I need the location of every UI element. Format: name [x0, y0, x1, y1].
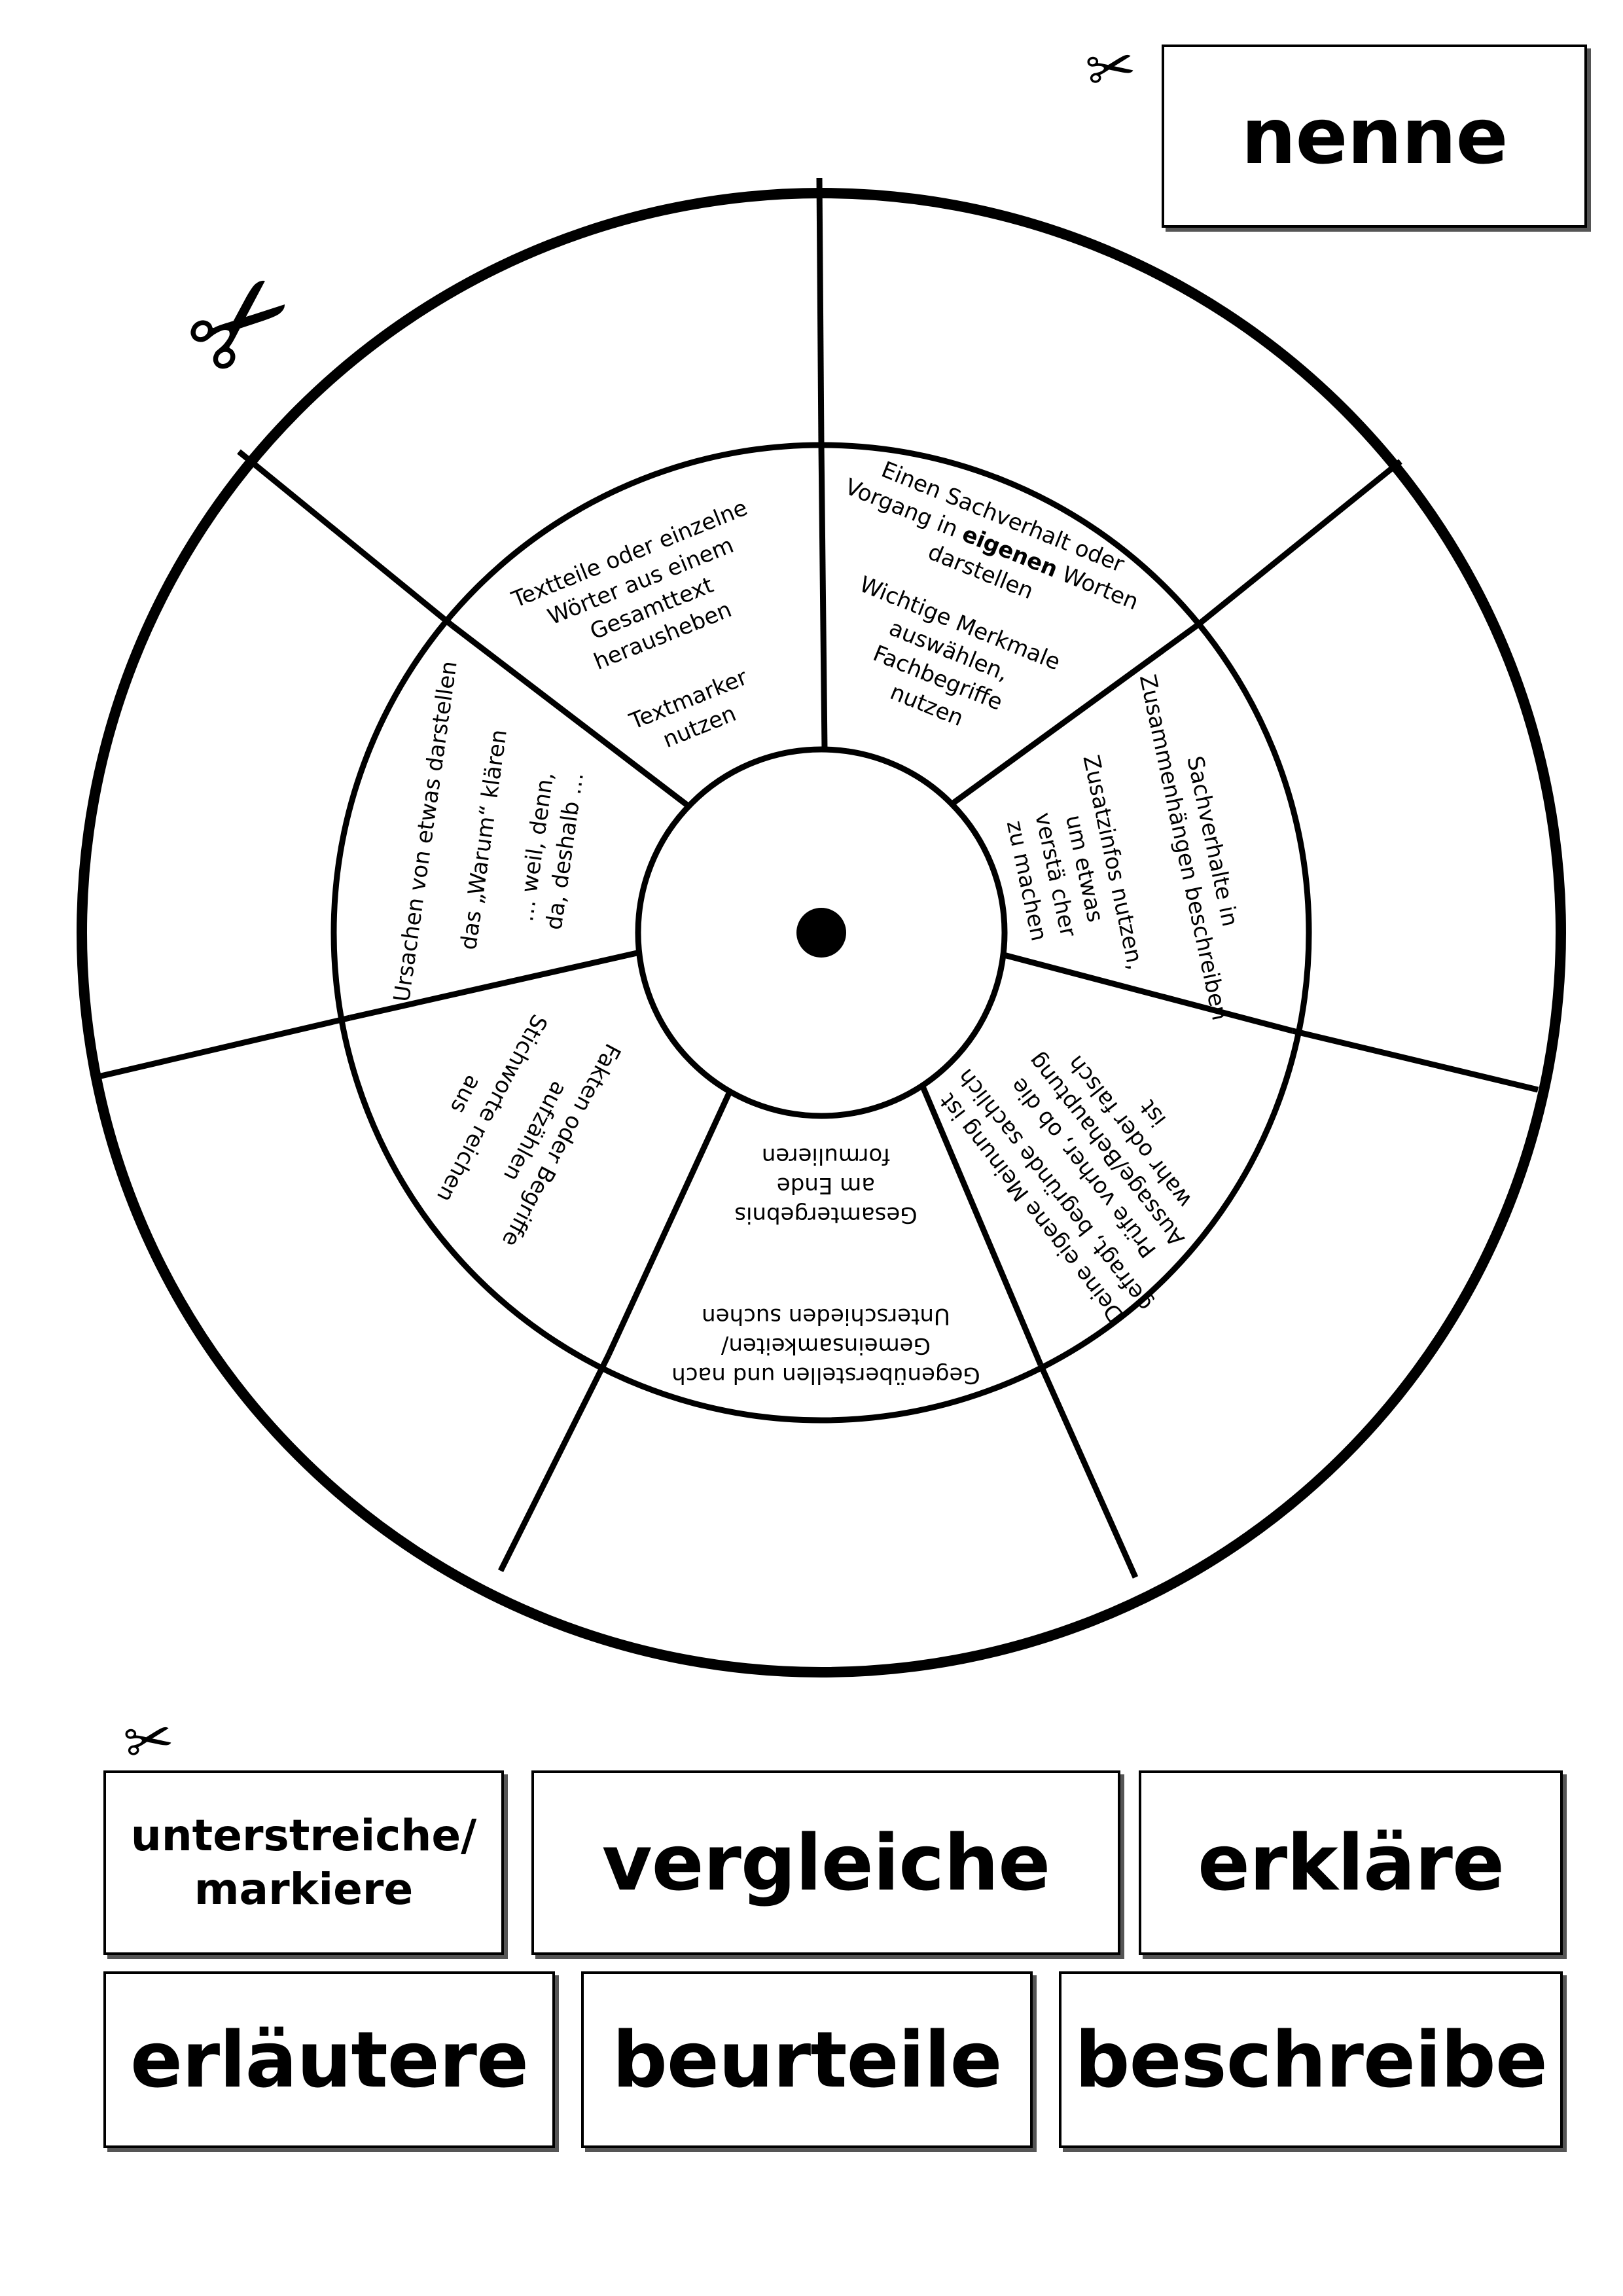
- segment-vergleichen-line: Gemeinsamkeiten/: [721, 1333, 931, 1359]
- card-nenne: nenne: [1162, 45, 1587, 228]
- scissors-icon: ✂: [118, 1702, 179, 1779]
- segment-vergleichen-tip: am Ende: [777, 1172, 875, 1198]
- scissors-icon: ✂: [1080, 30, 1141, 107]
- card-unterstreiche-line: unterstreiche/: [130, 1810, 477, 1861]
- segment-beurteilen: Deine eigene Meinung ist gefragt, begrün…: [935, 1048, 1198, 1328]
- card-unterstreiche-markiere: unterstreiche/ markiere: [103, 1770, 504, 1955]
- segment-vergleichen-tip: formulieren: [762, 1143, 890, 1169]
- segment-beschreiben: Fakten oder Begriffe aufzählen Stichwort…: [431, 1010, 626, 1251]
- outer-dividers: [97, 177, 1539, 1579]
- segment-nennen: Einen Sachverhalt oder Vorgang in eigene…: [842, 457, 1143, 732]
- card-beurteile: beurteile: [581, 1971, 1033, 2148]
- inner-ring: [635, 746, 1008, 1119]
- segment-erlaeutern: Sachverhalte in Zusammenhängen beschreib…: [1001, 672, 1243, 1023]
- card-erklaere-label: erkläre: [1198, 1818, 1505, 1908]
- inner-dividers: [349, 444, 1294, 1366]
- card-beschreibe: beschreibe: [1059, 1971, 1563, 2148]
- card-nenne-label: nenne: [1241, 91, 1508, 181]
- card-erklaere: erkläre: [1139, 1770, 1563, 1955]
- segment-vergleichen-line: Unterschieden suchen: [702, 1303, 950, 1329]
- card-markiere-line: markiere: [194, 1864, 414, 1914]
- center-pin: [796, 908, 846, 958]
- segment-erklaeren-line: Ursachen von etwas darstellen: [389, 659, 463, 1003]
- card-vergleiche-label: vergleiche: [601, 1818, 1051, 1908]
- card-unterstreiche-label: unterstreiche/ markiere: [131, 1809, 477, 1917]
- card-beurteile-label: beurteile: [612, 2015, 1002, 2105]
- card-erlaeutere: erläutere: [103, 1971, 555, 2148]
- card-vergleiche: vergleiche: [531, 1770, 1120, 1955]
- card-erlaeutere-label: erläutere: [130, 2015, 529, 2105]
- segment-markieren: Textteile oder einzelne Wörter aus einem…: [508, 495, 751, 753]
- card-beschreibe-label: beschreibe: [1075, 2015, 1548, 2105]
- segment-vergleichen: Gegenüberstellen und nach Gemeinsamkeite…: [671, 1143, 980, 1388]
- segment-erklaeren-tip: das „Warum“ klären: [455, 728, 512, 952]
- segment-vergleichen-line: Gegenüberstellen und nach: [671, 1362, 980, 1388]
- segment-vergleichen-tip: Gesamtergebnis: [734, 1202, 917, 1228]
